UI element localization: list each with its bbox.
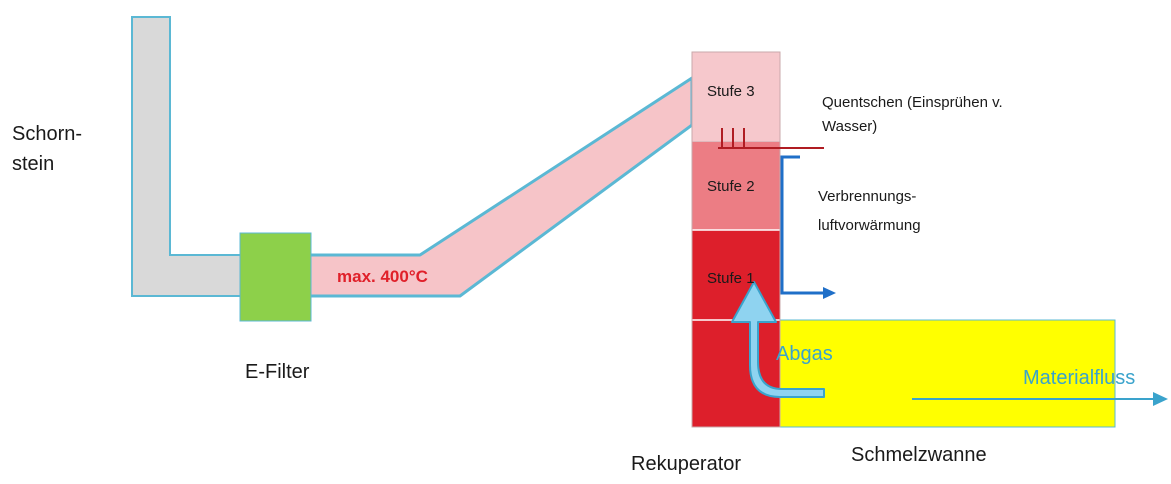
preheat-label-line: Verbrennungs- (818, 188, 916, 205)
air-preheat-line (780, 155, 825, 295)
furnace-box (779, 319, 1116, 428)
quench-label: Quentschen (Einsprühen v. Wasser) (822, 94, 1007, 135)
chimney (131, 16, 243, 297)
recuperator-bottom (692, 320, 780, 427)
air-preheat-arrowhead (823, 287, 836, 299)
material-flow-arrowhead (1153, 392, 1168, 406)
recuperator-label: Rekuperator (631, 453, 741, 475)
exhaust-arrow (731, 281, 825, 398)
recuperator-stage-3 (691, 51, 781, 143)
furnace-label: Schmelzwanne (851, 444, 987, 466)
material-flow-label: Materialfluss (1023, 367, 1135, 389)
recuperator-outline (691, 51, 781, 428)
duct (308, 76, 694, 298)
recuperator-stage-2 (692, 142, 780, 230)
preheat-label-line: luftvorwärmung (818, 217, 921, 234)
stage-3-label: Stufe 3 (707, 83, 755, 100)
exhaust-label: Abgas (776, 343, 833, 365)
stage-2-label: Stufe 2 (707, 178, 755, 195)
stage-1-label: Stufe 1 (707, 270, 755, 287)
quench-label-line: Quentschen (Einsprühen v. (822, 94, 1003, 111)
temperature-label: max. 400°C (337, 267, 428, 286)
quench-nozzles (718, 128, 824, 149)
chimney-label: Schorn- stein (12, 123, 88, 175)
chimney-label-line: stein (12, 153, 54, 175)
e-filter-label: E-Filter (245, 361, 310, 383)
chimney-label-line: Schorn- (12, 123, 82, 145)
e-filter-box (239, 232, 312, 322)
preheat-label: Verbrennungs- luftvorwärmung (818, 188, 921, 234)
quench-label-line: Wasser) (822, 118, 877, 135)
